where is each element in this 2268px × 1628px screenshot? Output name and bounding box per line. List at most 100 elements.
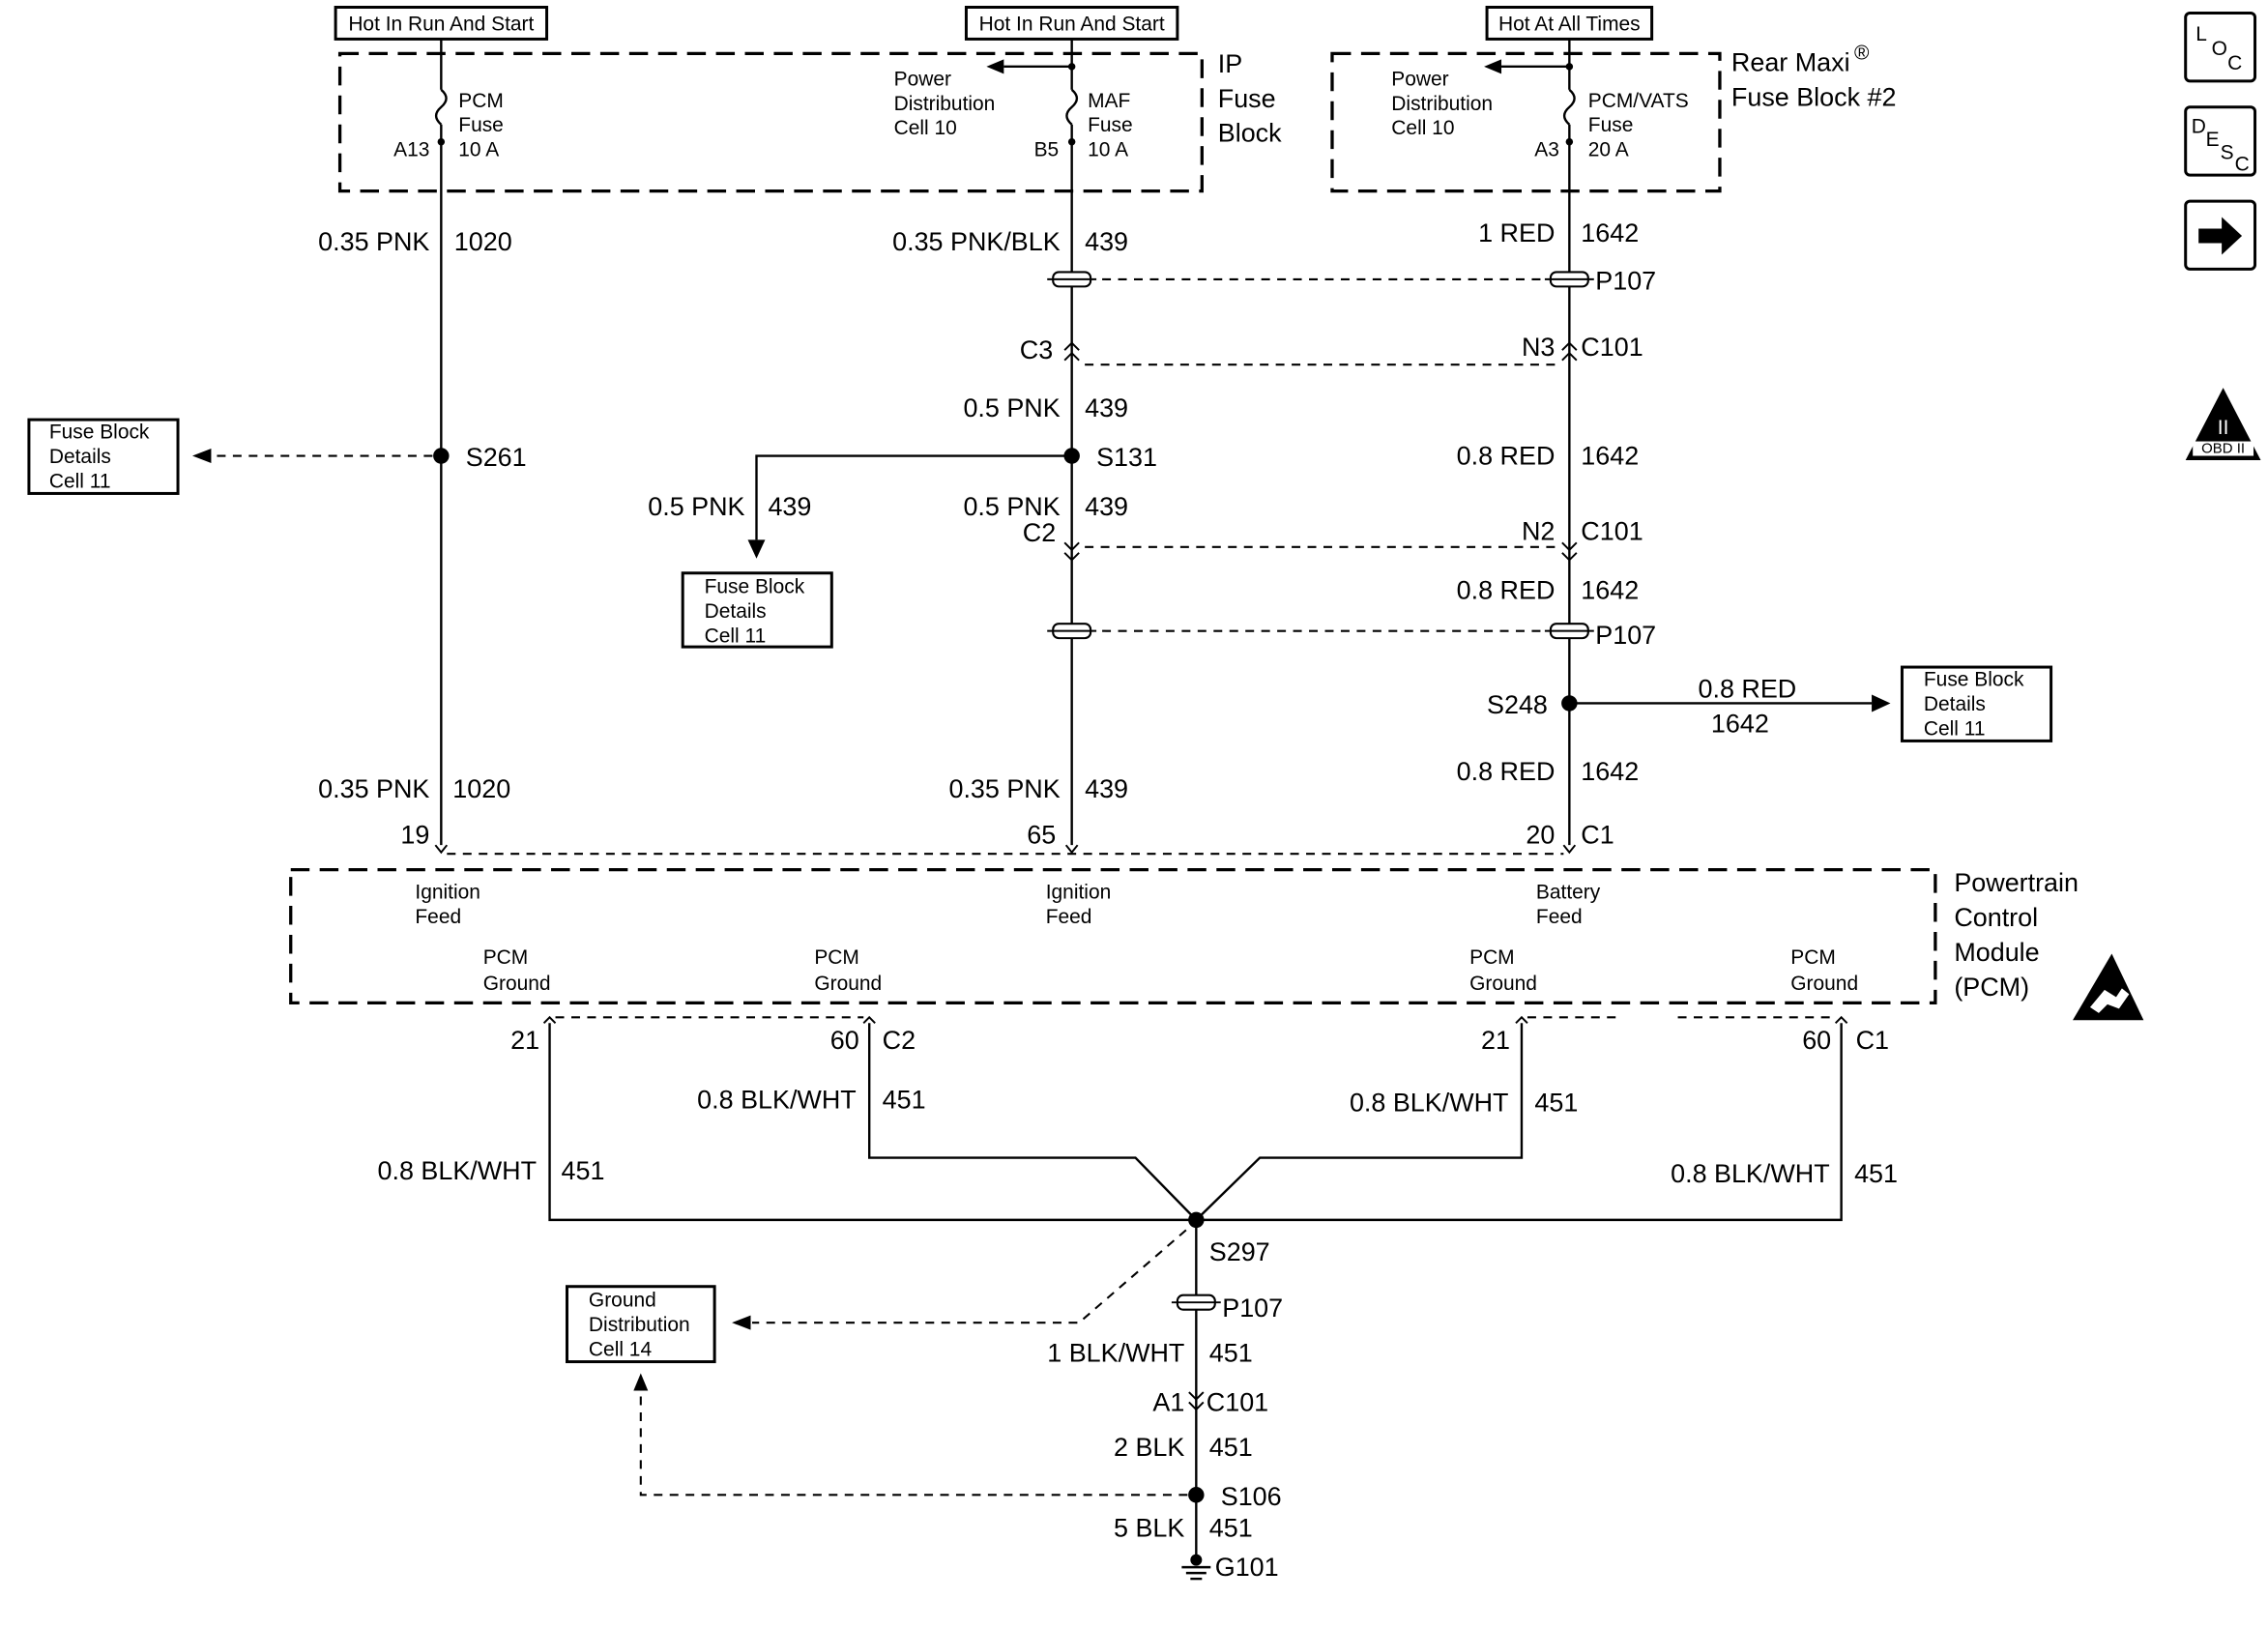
wire-circuit-g1: 451	[562, 1156, 605, 1185]
wire-color-439-05a: 0.5 PNK	[963, 393, 1060, 422]
wire-color-g4: 0.8 BLK/WHT	[1671, 1159, 1830, 1188]
ground-ref-line-1: Ground	[589, 1290, 656, 1312]
fuse-ref-2-line-3: Cell 11	[705, 625, 767, 648]
svg-text:L: L	[2195, 23, 2207, 45]
rear-power-dist-2: Distribution	[1391, 93, 1493, 115]
wire-circuit-1642-08b: 1642	[1581, 576, 1639, 605]
pcm-feed-3-b: Feed	[1536, 906, 1583, 928]
next-arrow-icon[interactable]	[2184, 199, 2257, 271]
ref-line-s106	[639, 1392, 1188, 1497]
rear-power-dist-1: Power	[1391, 68, 1448, 90]
fuse-block-ref-2[interactable]	[681, 571, 833, 649]
wire-color-g1: 0.8 BLK/WHT	[378, 1156, 538, 1185]
connector-c3-label: C3	[1020, 335, 1053, 364]
fuse-icon-maf	[1065, 88, 1079, 126]
splice-s131-label: S131	[1096, 443, 1157, 472]
fuse-ref-1-line-3: Cell 11	[49, 470, 111, 492]
wire-color-439-bottom: 0.35 PNK	[948, 774, 1060, 803]
vats-fuse-label-3: 20 A	[1588, 139, 1629, 161]
ip-fuse-block-outline	[337, 51, 1204, 193]
pcm-fuse-label-1: PCM	[458, 90, 504, 112]
fuse-ref-3-line-2: Details	[1924, 693, 1986, 715]
connector-p107-a-label: P107	[1595, 266, 1656, 295]
wire-circuit-g4: 451	[1854, 1159, 1898, 1188]
obd-ii-icon: II OBD II	[2185, 388, 2261, 461]
ground-g101-label: G101	[1215, 1553, 1279, 1582]
connector-c101-c-label: C101	[1207, 1387, 1268, 1416]
connector-c3	[1063, 341, 1080, 362]
wire-color-g5: 1 BLK/WHT	[1047, 1339, 1184, 1368]
loc-icon[interactable]: L O C	[2184, 11, 2257, 83]
connector-c1-top-label: C1	[1581, 821, 1614, 850]
arrow-left-icon	[1484, 59, 1502, 74]
pin-20: 20	[1526, 821, 1555, 850]
splice-s106	[1188, 1487, 1205, 1503]
fuse-block-ref-1[interactable]	[27, 418, 180, 495]
ground-bus-outer	[548, 1023, 1843, 1222]
pcm-feed-1-a: Ignition	[415, 882, 480, 904]
pcm-label-1: Powertrain	[1954, 868, 2079, 897]
pin-b5: B5	[1034, 139, 1060, 161]
fuse-icon-pcm-vats	[1562, 88, 1576, 126]
desc-icon[interactable]: D E S C	[2184, 105, 2257, 177]
header-hot-at-all-times: Hot At All Times	[1498, 13, 1641, 35]
wire-circuit-439-top: 439	[1085, 227, 1128, 256]
wire-circuit-1642-branch: 1642	[1711, 709, 1769, 738]
wire-color-g7: 5 BLK	[1114, 1514, 1184, 1543]
terminal-65	[1064, 844, 1079, 855]
fuse-ref-1-line-1: Fuse Block	[49, 422, 150, 444]
pcm-feed-2-b: Feed	[1046, 906, 1092, 928]
ground-distribution-ref[interactable]	[566, 1285, 716, 1364]
wire-circuit-g3: 451	[1534, 1089, 1578, 1118]
pcm-gnd-1-a: PCM	[483, 946, 529, 969]
pcm-outline	[289, 867, 1937, 1004]
pin-60a: 60	[830, 1026, 859, 1055]
arrow-left-icon	[986, 59, 1004, 74]
ip-fuse-block-label-3: Block	[1218, 119, 1282, 148]
fuse-block-ref-3[interactable]	[1900, 665, 2053, 742]
maf-fuse-label-2: Fuse	[1088, 114, 1133, 136]
wire-color-1020-bottom: 0.35 PNK	[318, 774, 429, 803]
header-hot-run-start-1: Hot In Run And Start	[348, 13, 534, 35]
wire-circuit-g5: 451	[1209, 1339, 1253, 1368]
wire-circuit-1642-08a: 1642	[1581, 441, 1639, 470]
connector-c101-a	[1561, 341, 1578, 362]
rear-maxi-fuse-block-outline	[1330, 51, 1722, 193]
connector-a1-label: A1	[1152, 1387, 1184, 1416]
arrow-left-icon	[732, 1315, 751, 1330]
wire-circuit-439-05c: 439	[1085, 492, 1128, 521]
svg-text:E: E	[2206, 129, 2220, 151]
ip-fuse-block-label-2: Fuse	[1218, 84, 1276, 113]
svg-text:C: C	[2235, 154, 2250, 176]
rear-maxi-label-2: Fuse Block #2	[1731, 82, 1897, 111]
rear-power-dist-3: Cell 10	[1391, 117, 1454, 139]
wire-color-439-05b: 0.5 PNK	[648, 492, 744, 521]
splice-s261-label: S261	[466, 443, 527, 472]
connector-c101-a-label: C101	[1581, 333, 1643, 362]
svg-text:OBD II: OBD II	[2201, 441, 2245, 457]
connector-c101-b-label: C101	[1581, 516, 1643, 545]
wire-color-1642-branch: 0.8 RED	[1699, 674, 1797, 703]
wire-circuit-1020-bottom: 1020	[452, 774, 510, 803]
terminal-19	[434, 844, 449, 855]
pin-a3: A3	[1534, 139, 1559, 161]
pin-a13: A13	[393, 139, 429, 161]
inline-connector-p107-b	[1047, 623, 1097, 640]
terminal-21b	[1515, 1015, 1528, 1024]
esd-warning-icon	[2073, 953, 2144, 1021]
connector-p107-b-label: P107	[1595, 621, 1656, 650]
arrow-down-icon	[747, 539, 766, 559]
vats-fuse-label-1: PCM/VATS	[1588, 90, 1689, 112]
pcm-feed-3-a: Battery	[1536, 882, 1601, 904]
wire-circuit-1642-08d: 1642	[1581, 757, 1639, 786]
pcm-label-2: Control	[1954, 903, 2038, 932]
terminal-20	[1562, 844, 1577, 855]
arrow-left-icon	[191, 449, 212, 464]
pcm-fuse-label-3: 10 A	[458, 139, 499, 161]
connector-n2-label: N2	[1522, 516, 1555, 545]
wire-color-439-top: 0.35 PNK/BLK	[892, 227, 1061, 256]
pcm-fuse-label-2: Fuse	[458, 114, 504, 136]
pcm-gnd-2-a: PCM	[814, 946, 859, 969]
splice-s248-label: S248	[1487, 690, 1548, 719]
svg-text:C: C	[2227, 52, 2242, 74]
